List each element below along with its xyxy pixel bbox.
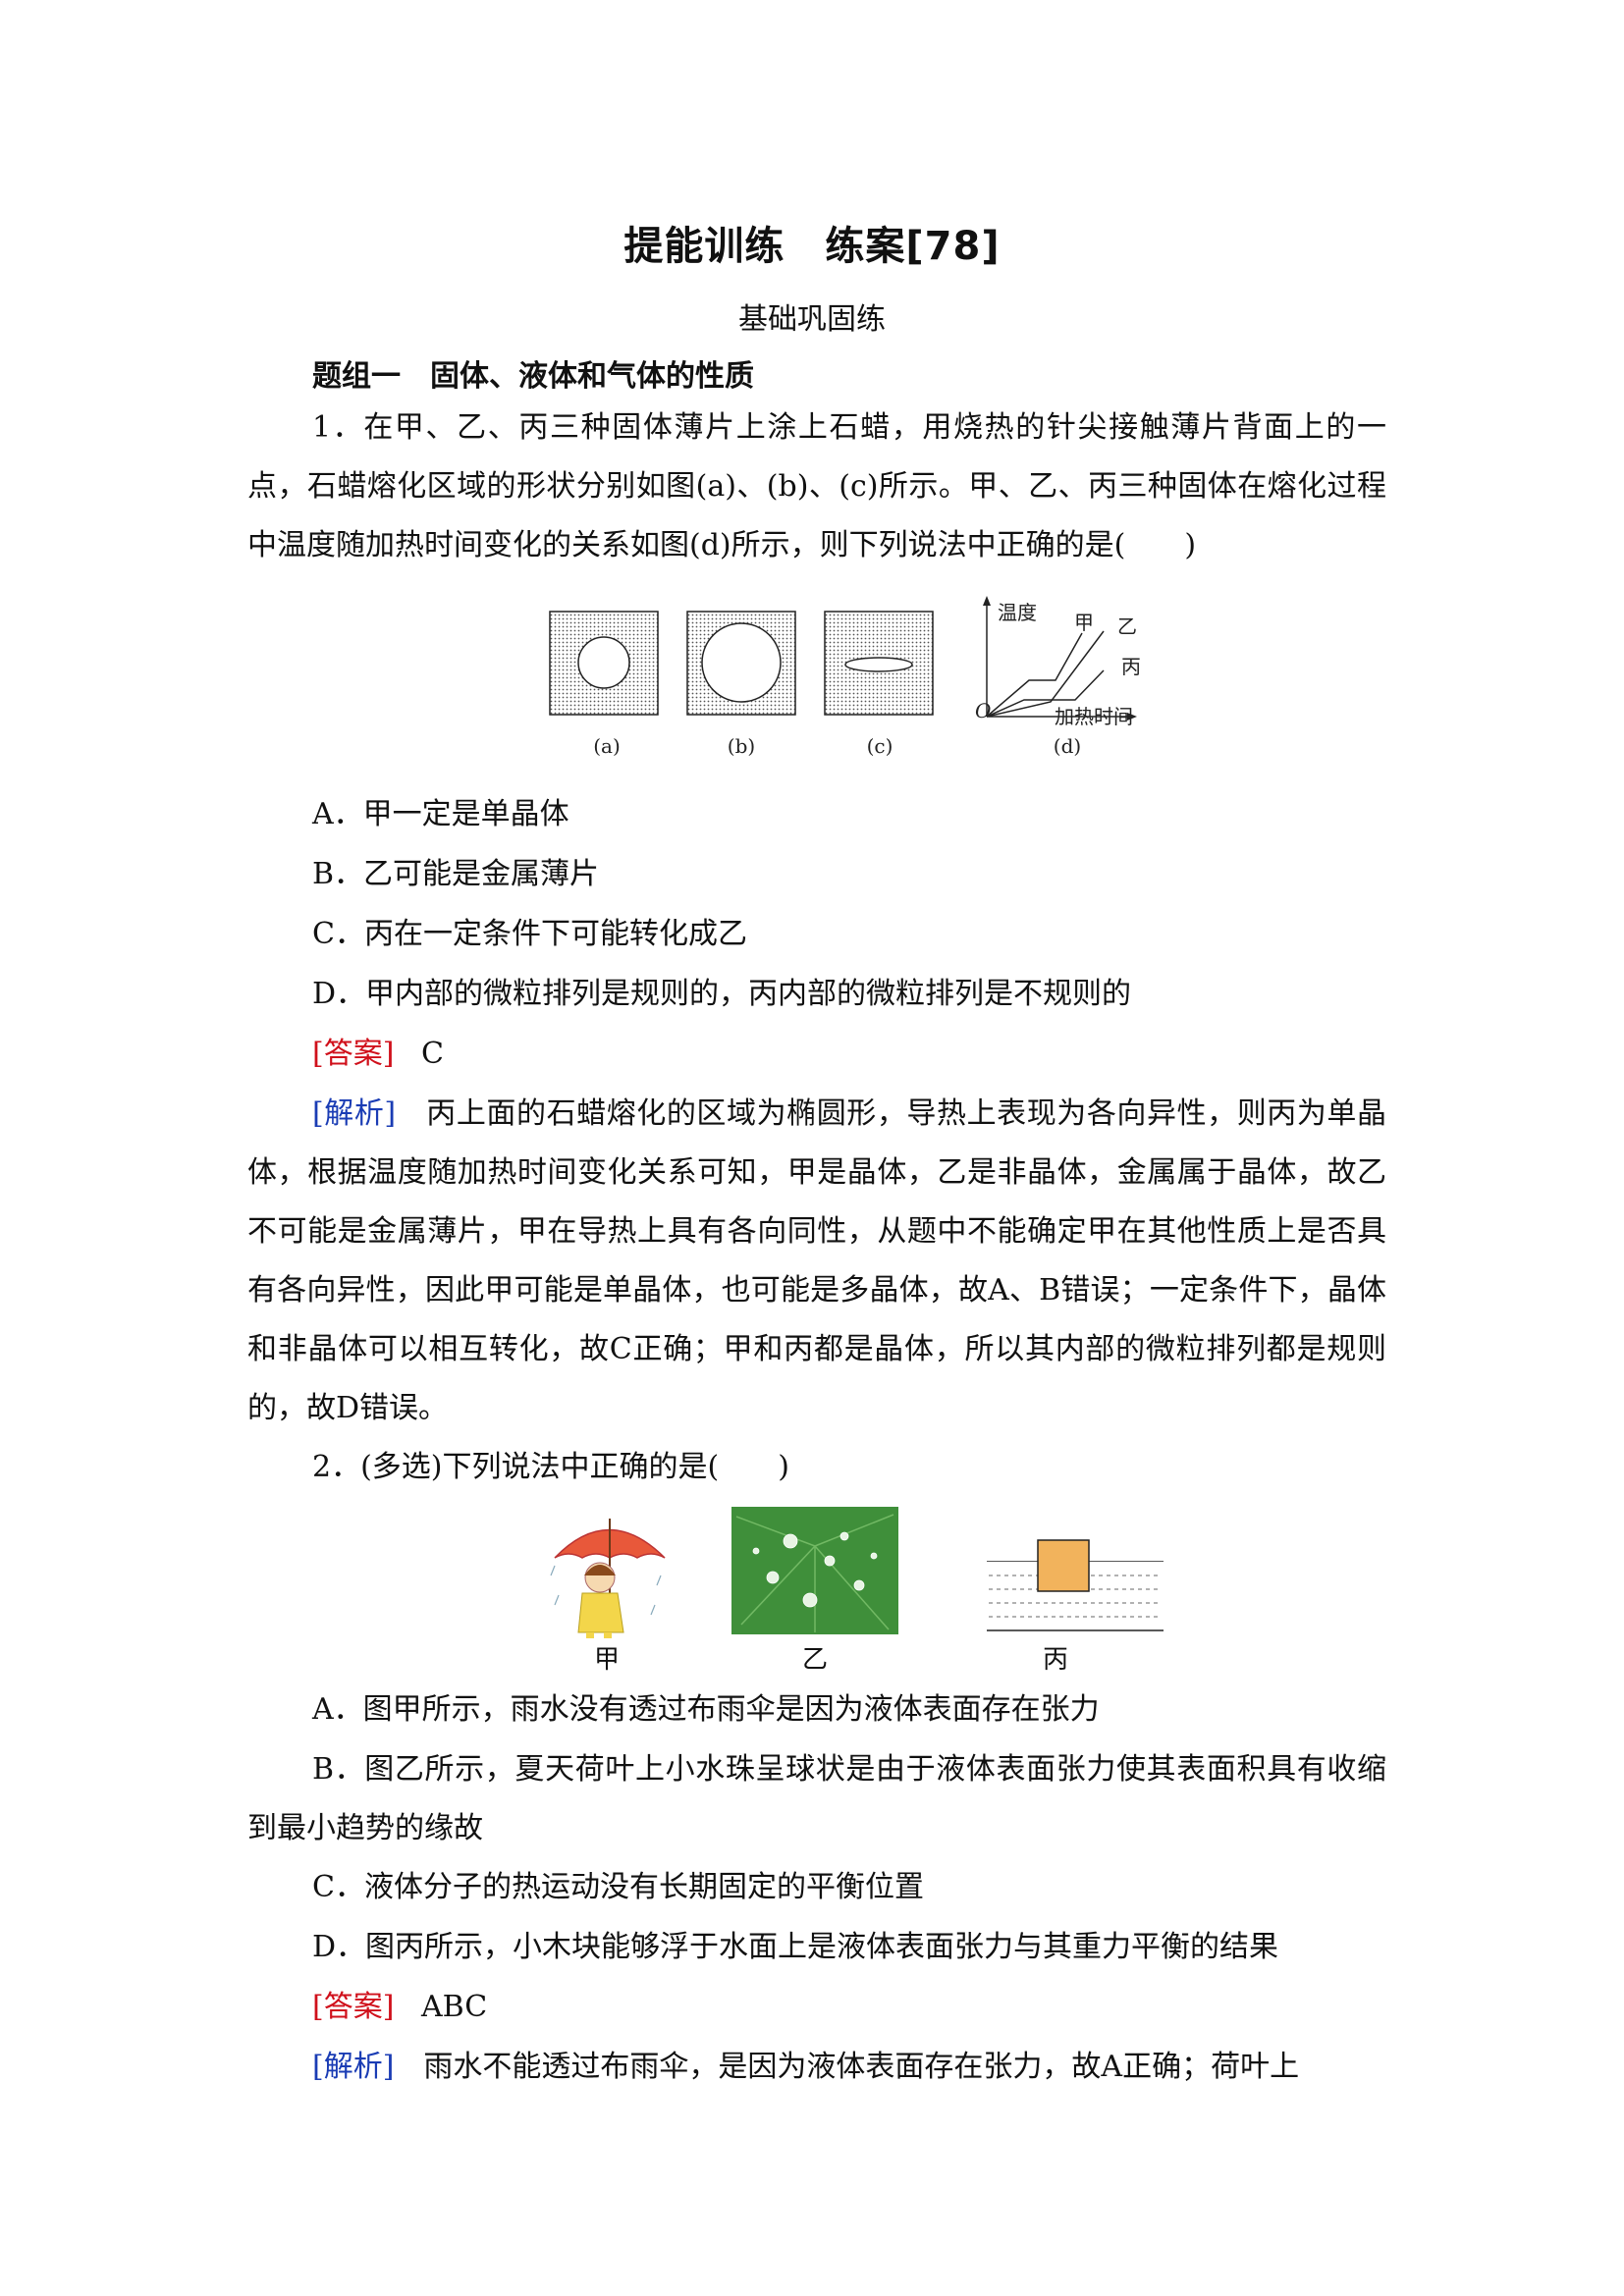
girl-umbrella-illustration bbox=[550, 1519, 666, 1638]
q2-analysis: [解析] 雨水不能透过布雨伞，是因为液体表面存在张力，故A正确；荷叶上 bbox=[247, 2038, 1386, 2097]
panel-a-crystal bbox=[549, 611, 659, 716]
q2-option-c: C．液体分子的热运动没有长期固定的平衡位置 bbox=[312, 1870, 924, 1904]
floating-block-diagram bbox=[987, 1539, 1164, 1631]
curve-yi-label: 乙 bbox=[1117, 614, 1137, 638]
q2-option-b: B．图乙所示，夏天荷叶上小水珠呈球状是由于液体表面张力使其表面积具有收缩到最小趋… bbox=[247, 1752, 1386, 1845]
panel-b-crystal bbox=[686, 611, 796, 716]
panel-c-crystal bbox=[824, 611, 934, 716]
q1-answer-line: [答案] C bbox=[312, 1025, 444, 1084]
page-title: 提能训练 练案[78] bbox=[623, 224, 1001, 269]
curve-bing-label: 丙 bbox=[1121, 655, 1141, 678]
q1-answer: C bbox=[420, 1037, 444, 1071]
q2-analysis-tag: [解析] bbox=[312, 2050, 395, 2084]
graph-ylabel: 温度 bbox=[998, 601, 1037, 624]
q2-figure bbox=[550, 1507, 1164, 1638]
figure-caption-jia: 甲 bbox=[593, 1645, 620, 1675]
q1-stem: 1．在甲、乙、丙三种固体薄片上涂上石蜡，用烧热的针尖接触薄片背面上的一点，石蜡熔… bbox=[247, 410, 1386, 562]
q1-answer-tag: [答案] bbox=[312, 1037, 395, 1071]
q1-analysis-text: 丙上面的石蜡熔化的区域为椭圆形，导热上表现为各向异性，则丙为单晶体，根据温度随加… bbox=[247, 1096, 1387, 1425]
q2-option-a: A．图甲所示，雨水没有透过布雨伞是因为液体表面存在张力 bbox=[312, 1692, 1100, 1727]
panel-b-label: (b) bbox=[727, 734, 756, 758]
curve-jia-label: 甲 bbox=[1074, 611, 1094, 634]
panel-c-label: (c) bbox=[866, 734, 893, 758]
panel-d-label: (d) bbox=[1053, 734, 1082, 758]
graph-xlabel: 加热时间 bbox=[1055, 705, 1133, 728]
q1-option-b: B．乙可能是金属薄片 bbox=[312, 857, 600, 891]
panel-a-label: (a) bbox=[593, 734, 621, 758]
q2-analysis-text: 雨水不能透过布雨伞，是因为液体表面存在张力，故A正确；荷叶上 bbox=[423, 2050, 1300, 2084]
figure-caption-yi: 乙 bbox=[801, 1645, 828, 1675]
q2-answer-tag: [答案] bbox=[312, 1990, 395, 2024]
q1-option-c: C．丙在一定条件下可能转化成乙 bbox=[312, 917, 747, 951]
q1-figure bbox=[549, 596, 1137, 721]
q1-option-d: D．甲内部的微粒排列是规则的，丙内部的微粒排列是不规则的 bbox=[312, 977, 1132, 1011]
q1-option-a: A．甲一定是单晶体 bbox=[312, 797, 569, 831]
q2-answer-line: [答案] ABC bbox=[312, 1978, 487, 2037]
figure-caption-bing: 丙 bbox=[1042, 1645, 1068, 1675]
graph-origin: O bbox=[975, 699, 992, 722]
q1-analysis-tag: [解析] bbox=[312, 1096, 397, 1131]
section-heading: 题组一 固体、液体和气体的性质 bbox=[312, 359, 754, 394]
q2-stem: 2．(多选)下列说法中正确的是( ) bbox=[312, 1450, 789, 1484]
q2-answer: ABC bbox=[420, 1990, 488, 2024]
page-subtitle: 基础巩固练 bbox=[738, 302, 886, 337]
curve-bing bbox=[986, 669, 1105, 718]
q1-analysis: [解析] 丙上面的石蜡熔化的区域为椭圆形，导热上表现为各向异性，则丙为单晶体，根… bbox=[247, 1085, 1386, 1438]
curve-jia bbox=[986, 632, 1083, 718]
q2-option-d: D．图丙所示，小木块能够浮于水面上是液体表面张力与其重力平衡的结果 bbox=[312, 1930, 1279, 1964]
curve-yi bbox=[986, 630, 1105, 718]
lotus-leaf-photo bbox=[731, 1507, 898, 1634]
panel-d-graph bbox=[983, 596, 1137, 721]
